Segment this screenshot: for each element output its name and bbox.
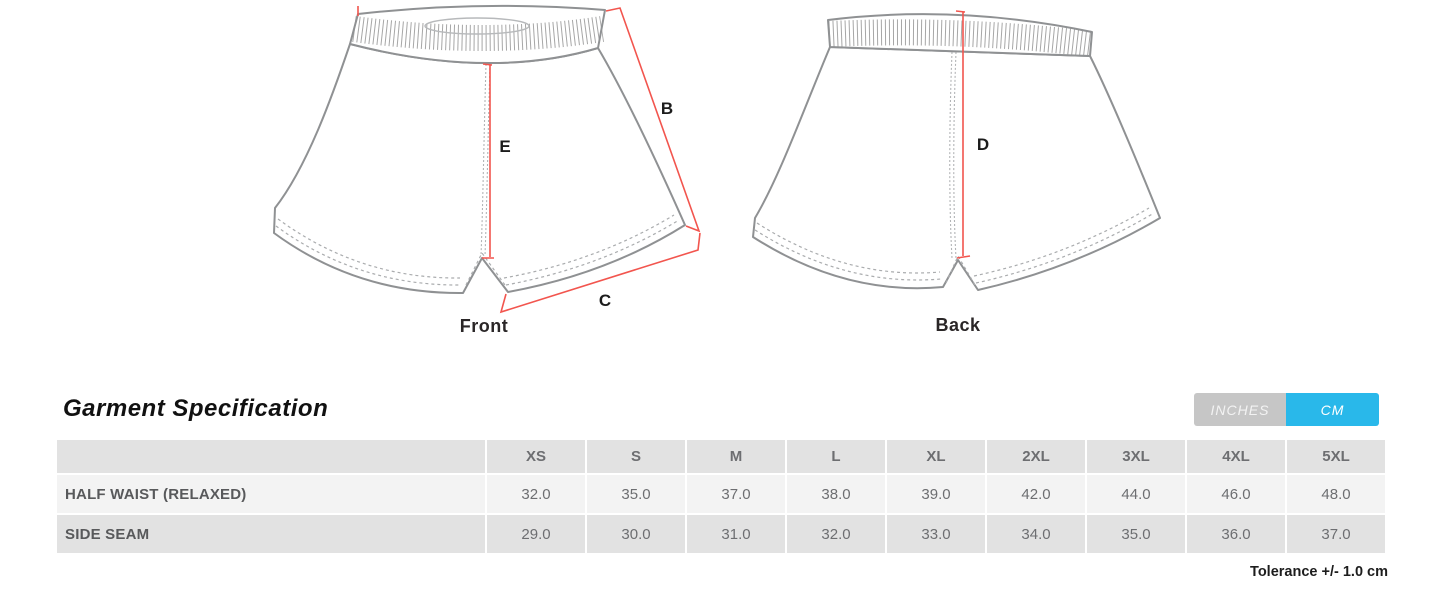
half-waist-l: 38.0 — [787, 475, 885, 513]
half-waist-s: 35.0 — [587, 475, 685, 513]
half-waist-xl: 39.0 — [887, 475, 985, 513]
half-waist-m: 37.0 — [687, 475, 785, 513]
front-measure-lines: B C E — [357, 6, 701, 314]
measure-label-c: C — [599, 291, 611, 310]
inches-toggle-button[interactable]: INCHES — [1194, 393, 1286, 426]
page-title: Garment Specification — [63, 395, 329, 422]
front-view-diagram: B C E Front — [273, 4, 701, 336]
half-waist-4xl: 46.0 — [1187, 475, 1285, 513]
size-header-s: S — [587, 440, 685, 473]
side-seam-s: 30.0 — [587, 515, 685, 553]
spec-table: XS S M L XL 2XL 3XL 4XL 5XL HALF WAIST (… — [57, 440, 1385, 553]
side-seam-xs: 29.0 — [487, 515, 585, 553]
side-seam-4xl: 36.0 — [1187, 515, 1285, 553]
measure-line-b — [605, 7, 701, 233]
back-shorts-body — [752, 46, 1161, 291]
measure-line-d — [955, 10, 971, 259]
size-header-xl: XL — [887, 440, 985, 473]
front-shorts-body — [273, 43, 686, 295]
measure-label-b: B — [661, 99, 673, 118]
half-waist-xs: 32.0 — [487, 475, 585, 513]
side-seam-xl: 33.0 — [887, 515, 985, 553]
row-label-side-seam: SIDE SEAM — [57, 515, 485, 553]
front-waistband — [349, 4, 606, 64]
side-seam-2xl: 34.0 — [987, 515, 1085, 553]
size-header-m: M — [687, 440, 785, 473]
tolerance-note: Tolerance +/- 1.0 cm — [1250, 564, 1388, 580]
size-header-5xl: 5XL — [1287, 440, 1385, 473]
side-seam-3xl: 35.0 — [1087, 515, 1185, 553]
size-header-4xl: 4XL — [1187, 440, 1285, 473]
measure-line-e — [482, 63, 494, 259]
half-waist-3xl: 44.0 — [1087, 475, 1185, 513]
measure-line-c — [499, 232, 701, 314]
back-measure-lines: D — [955, 10, 989, 259]
size-header-l: L — [787, 440, 885, 473]
table-corner-cell — [57, 440, 485, 473]
unit-toggle: INCHES CM — [1194, 393, 1379, 426]
back-view-diagram: D Back — [752, 10, 1161, 335]
side-seam-m: 31.0 — [687, 515, 785, 553]
measure-label-e: E — [499, 137, 510, 156]
half-waist-2xl: 42.0 — [987, 475, 1085, 513]
size-header-3xl: 3XL — [1087, 440, 1185, 473]
half-waist-5xl: 48.0 — [1287, 475, 1385, 513]
size-header-2xl: 2XL — [987, 440, 1085, 473]
side-seam-5xl: 37.0 — [1287, 515, 1385, 553]
front-view-caption: Front — [460, 316, 508, 336]
row-label-half-waist: HALF WAIST (RELAXED) — [57, 475, 485, 513]
back-waistband — [827, 13, 1093, 57]
cm-toggle-button[interactable]: CM — [1286, 393, 1379, 426]
size-header-xs: XS — [487, 440, 585, 473]
side-seam-l: 32.0 — [787, 515, 885, 553]
back-view-caption: Back — [935, 315, 981, 335]
measure-label-d: D — [977, 135, 989, 154]
